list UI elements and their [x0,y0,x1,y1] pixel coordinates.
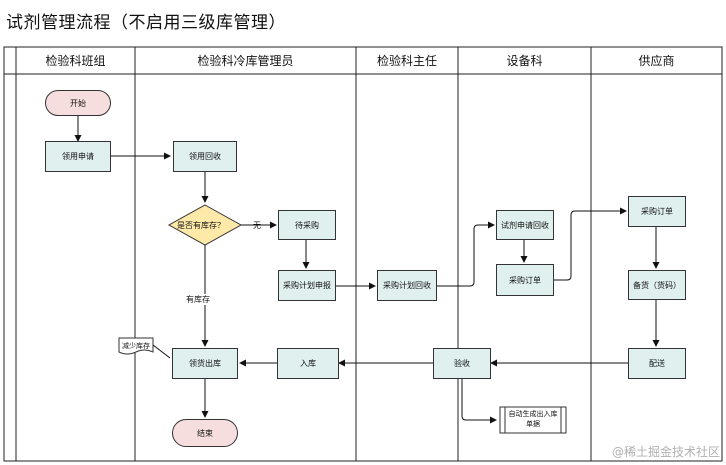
end-node[interactable]: 结束 [172,419,238,447]
stock-out-node[interactable]: 领货出库 [172,348,238,379]
deliver-node[interactable]: 配送 [628,348,686,379]
lane-header-coldstore: 检验科冷库管理员 [197,54,294,68]
reduce-stock-doc-shape [118,337,154,355]
prepare-node[interactable]: 备货（货码） [628,270,686,300]
edge-director-reagent [437,221,495,287]
to-purchase-node[interactable]: 待采购 [278,210,336,240]
auto-doc-text: 自动生成出入库单据 [508,410,558,428]
auto-doc-shape [499,406,567,434]
supplier-order-node[interactable]: 采购订单 [628,196,686,227]
stock-in-node[interactable]: 入库 [277,348,339,379]
lane-header-director: 检验科主任 [376,54,437,68]
edge-order-supplier [554,207,627,281]
director-review-node[interactable]: 采购计划回收 [377,270,437,301]
decision-label: 是否有库存？ [177,221,225,230]
page-title: 试剂管理流程（不启用三级库管理） [6,13,286,33]
swimlane-frame [3,46,723,462]
start-node[interactable]: 开始 [45,90,111,116]
purchase-plan-node[interactable]: 采购计划申报 [278,270,336,301]
edge-label-no: 无 [253,221,261,230]
reagent-review-node[interactable]: 试剂申请回收 [496,210,554,240]
reduce-stock-doc: 减少库存 [122,342,150,350]
edge-label-yes: 有库存 [186,294,210,305]
watermark: @稀土掘金技术社区 [611,445,720,459]
lane-header-team: 检验科班组 [45,54,106,68]
edge-accept-doc [461,379,497,424]
lane-header-equipment: 设备科 [506,54,543,68]
lane-header-supplier: 供应商 [638,54,675,68]
edge-doc-stockout [152,344,171,359]
accept-node[interactable]: 验收 [433,348,491,379]
receive-collect-node[interactable]: 领用回收 [173,141,237,172]
order-node[interactable]: 采购订单 [496,264,554,296]
apply-node[interactable]: 领用申请 [45,141,111,172]
